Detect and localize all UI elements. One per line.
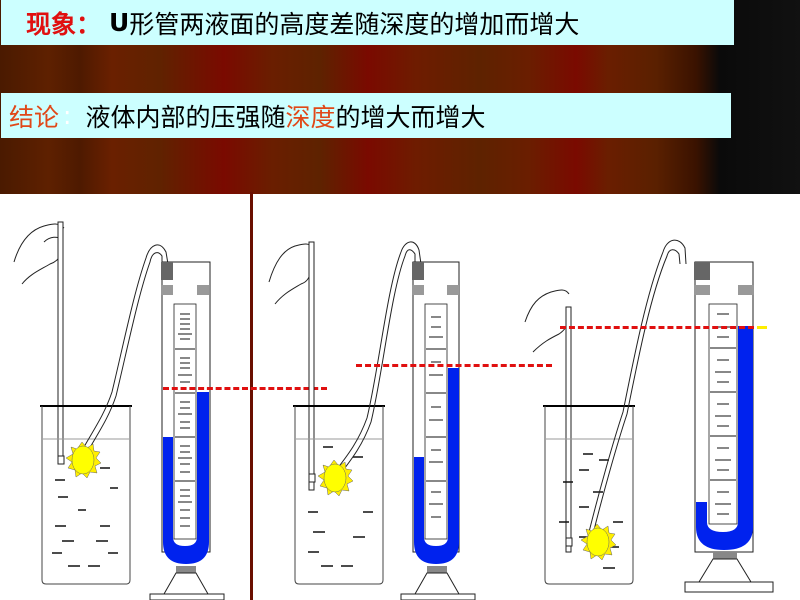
experiment-panel-medium [268,241,476,600]
experiment-panel-deep [524,239,774,593]
u-tube-manometer [400,261,476,600]
rubber-tube [79,244,169,459]
conclusion-text-after: 的增大而增大 [335,102,486,132]
hand-icon [268,243,314,305]
beaker [40,405,132,585]
probe-rod [308,241,315,491]
level-line-marker [757,326,767,329]
rubber-tube [332,241,422,479]
conclusion-highlight: 深度 [285,102,336,132]
hand-icon [13,223,65,285]
probe-rod [57,221,64,463]
panel-divider [250,192,253,600]
level-line-medium [356,364,552,367]
experiment-panel-shallow [13,221,225,600]
phenomenon-label: 现象： [26,9,102,39]
conclusion-label: 结论 [9,102,60,132]
beaker [543,405,635,585]
rubber-tube [588,239,687,535]
pressure-probe-icon [565,523,617,561]
conclusion-banner: 结论 : 液体内部的压强随 深度 的增大而增大 [1,93,731,138]
u-tube-manometer [684,261,774,593]
conclusion-text-before: 液体内部的压强随 [85,102,286,132]
phenomenon-banner: 现象： U 形管两液面的高度差随深度的增加而增大 [1,0,734,45]
phenomenon-u-letter: U [109,8,130,37]
level-line-shallow [163,387,327,390]
level-line-deep [560,326,754,329]
pressure-probe-icon [57,441,102,479]
u-tube-manometer [149,261,225,600]
phenomenon-text: 形管两液面的高度差随深度的增加而增大 [129,9,580,39]
conclusion-colon: : [63,101,72,130]
probe-rod [565,306,572,553]
hand-icon [524,289,570,353]
pressure-probe-icon [308,459,354,497]
